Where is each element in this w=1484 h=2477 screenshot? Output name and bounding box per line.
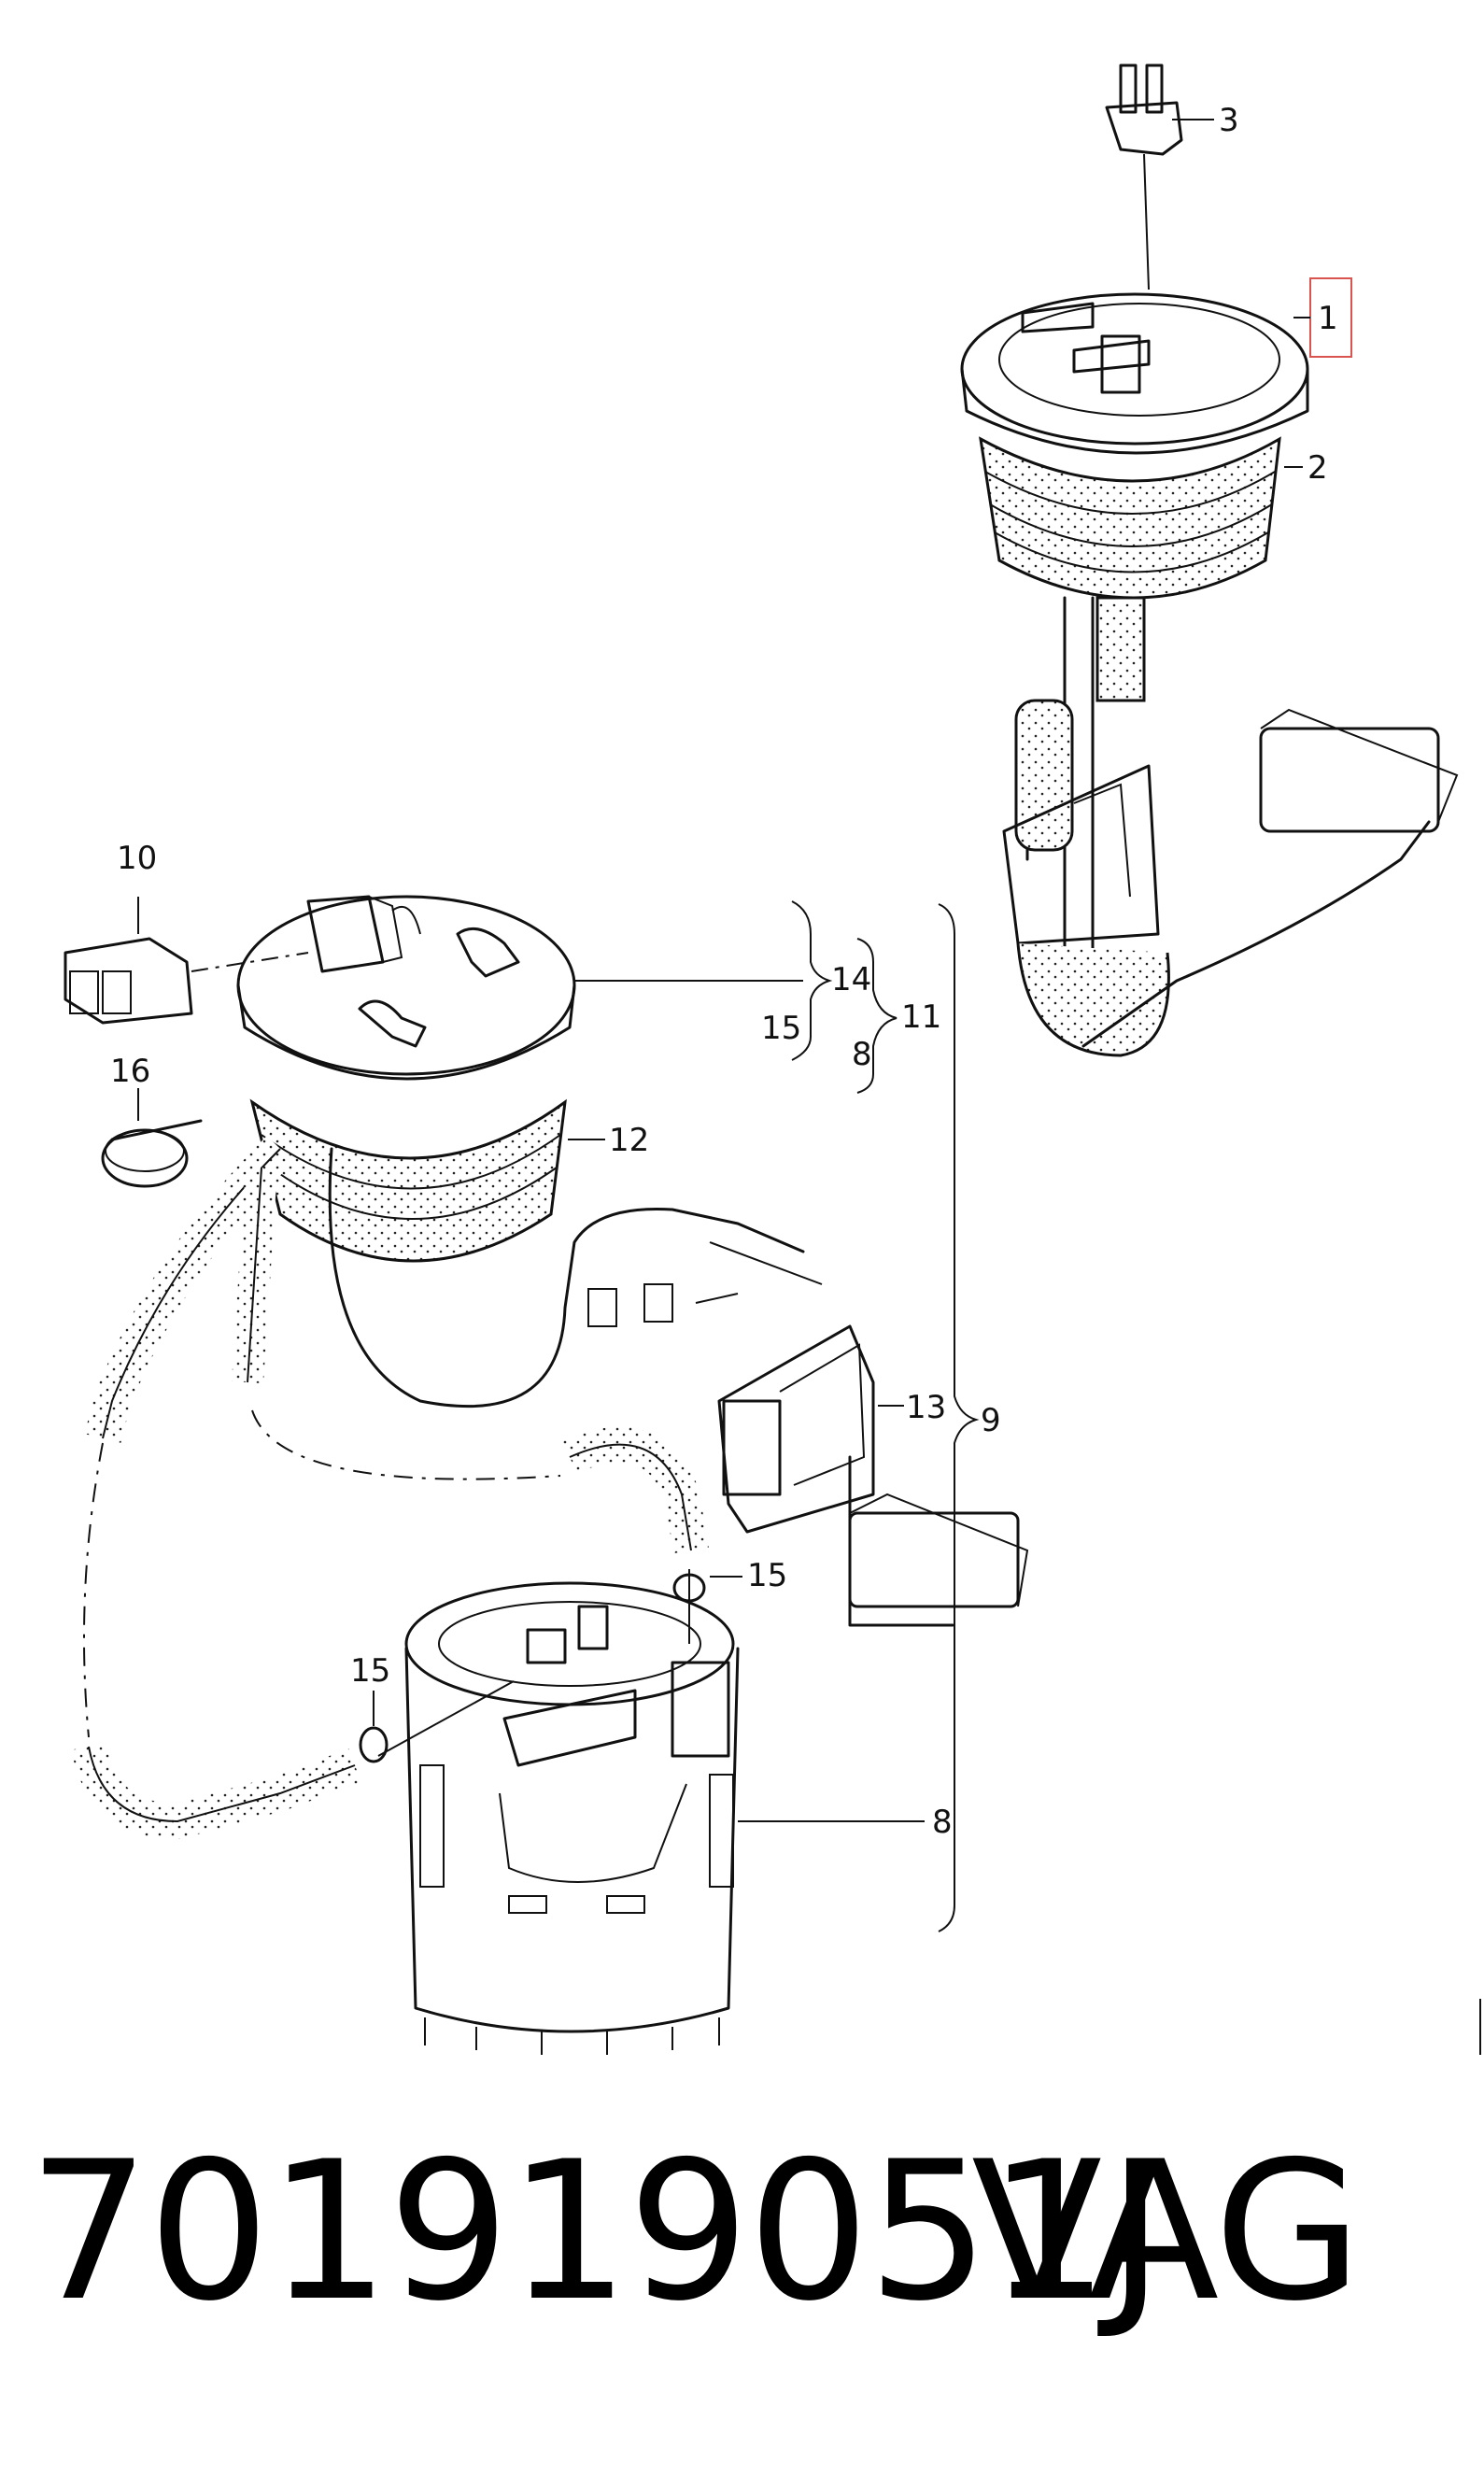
callout-3: 3 xyxy=(1219,102,1239,139)
part-caption: 701919051JVAG xyxy=(28,2111,1466,2354)
hose-clamp-part-16 xyxy=(101,1088,203,1188)
callout-15-mid: 15 xyxy=(747,1557,787,1594)
callout-9: 9 xyxy=(981,1402,1001,1439)
seal-ring-part-12 xyxy=(249,1098,605,1263)
callout-11: 11 xyxy=(901,998,941,1036)
callout-8-bottom: 8 xyxy=(932,1804,953,1841)
parts-diagram: 1 2 3 10 16 14 15 8 11 12 13 9 15 15 8 xyxy=(64,64,1481,2055)
part-number: 701919051J xyxy=(28,2121,1164,2343)
wiring-harness xyxy=(328,1147,823,1408)
fuel-level-sender xyxy=(1002,596,1459,1057)
flange-part-1 xyxy=(960,292,1309,455)
flange-assembly-part-14 xyxy=(236,895,803,1081)
connector-plug-part-10 xyxy=(64,897,309,1025)
callout-14: 14 xyxy=(831,961,871,998)
callout-1: 1 xyxy=(1318,300,1338,337)
callout-8-top: 8 xyxy=(852,1036,872,1073)
o-ring-part-15 xyxy=(359,1691,389,1763)
callout-13: 13 xyxy=(906,1389,946,1426)
callout-15-left: 15 xyxy=(350,1652,390,1690)
corrugated-hose-center xyxy=(562,1426,709,1644)
callout-10: 10 xyxy=(117,840,157,877)
corrugated-hose-left xyxy=(71,1135,561,1840)
pump-housing-part-8 xyxy=(377,1581,925,2055)
brand-name: VAG xyxy=(971,2121,1363,2343)
connector-part-3 xyxy=(1105,64,1183,290)
level-sender-part-13 xyxy=(717,1324,1029,1627)
callout-16: 16 xyxy=(110,1053,150,1090)
callout-15-top: 15 xyxy=(761,1010,801,1047)
callout-12: 12 xyxy=(609,1122,649,1159)
callout-2: 2 xyxy=(1307,449,1328,487)
seal-part-2 xyxy=(979,436,1281,600)
group-brackets xyxy=(791,900,980,1932)
